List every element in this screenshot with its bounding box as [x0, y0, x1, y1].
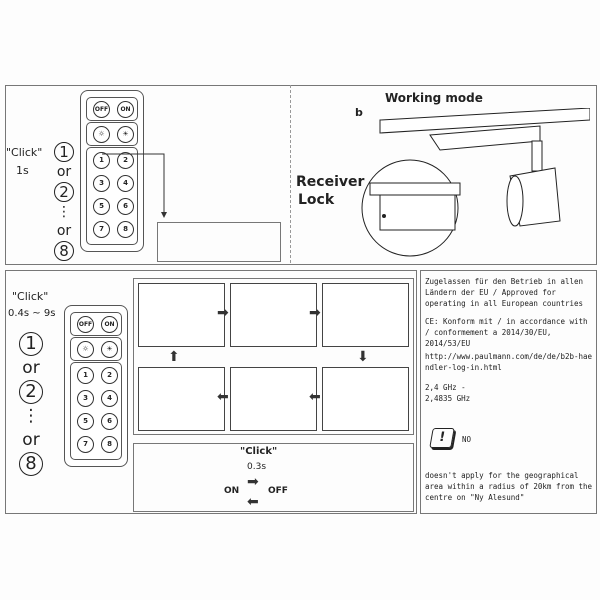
- dim-up-button[interactable]: ☀: [117, 126, 134, 143]
- connector-line: [102, 153, 167, 218]
- brightness-group: ☼☀: [86, 122, 138, 146]
- sequence-arrow-icon: ➡: [309, 305, 321, 321]
- channel-button-1[interactable]: 1: [77, 367, 94, 384]
- notice-approval: Zugelassen für den Betrieb in allen Länd…: [425, 277, 584, 308]
- toggle-duration: 0.3s: [247, 462, 267, 472]
- or-label: or: [56, 223, 72, 239]
- dots: ⋮: [57, 204, 71, 220]
- channel-list: 1 or 2 ⋮ or 8: [52, 142, 76, 262]
- brightness-group: ☼☀: [70, 337, 122, 361]
- channel-button-1[interactable]: 1: [93, 152, 110, 169]
- sequence-arrow-icon: ⬅: [217, 389, 229, 405]
- toggle-click-label: "Click": [240, 446, 278, 457]
- toggle-off-label: OFF: [268, 486, 288, 496]
- sequence-arrow-icon: ⬅: [309, 389, 321, 405]
- channel-8: 8: [19, 452, 43, 476]
- notice-freq-end: 2,4835 GHz: [425, 394, 471, 403]
- receiver-label: Receiver: [296, 174, 365, 190]
- click-label: "Click": [6, 146, 43, 159]
- channel-button-8[interactable]: 8: [117, 221, 134, 238]
- channel-button-4[interactable]: 4: [117, 175, 134, 192]
- dots: ⋮: [22, 406, 40, 426]
- dim-down-button[interactable]: ☼: [77, 341, 94, 358]
- duration-label: 1s: [16, 164, 29, 177]
- channel-button-5[interactable]: 5: [93, 198, 110, 215]
- channel-button-6[interactable]: 6: [101, 413, 118, 430]
- click-label: "Click": [12, 290, 49, 303]
- working-mode-title: Working mode: [385, 91, 483, 105]
- top-panel: [5, 85, 597, 265]
- on-button[interactable]: ON: [101, 316, 118, 333]
- dimming-step-6: [322, 367, 409, 431]
- channel-button-8[interactable]: 8: [101, 436, 118, 453]
- duration-label: 0.4s ~ 9s: [8, 308, 56, 319]
- toggle-on-label: ON: [224, 486, 240, 496]
- divider: [290, 85, 291, 263]
- channel-button-5[interactable]: 5: [77, 413, 94, 430]
- lamps-panel: [157, 222, 281, 262]
- arrow-left-icon: ⬅: [247, 494, 259, 510]
- channel-button-4[interactable]: 4: [101, 390, 118, 407]
- dimming-step-1: [138, 283, 225, 347]
- sequence-arrow-icon: ⬇: [357, 349, 369, 365]
- sequence-arrow-icon: ⬆: [168, 349, 180, 365]
- channel-list: 1 or 2 ⋮ or 8: [18, 332, 44, 476]
- notice-url[interactable]: http://www.paulmann.com/de/de/b2b-haendl…: [425, 352, 593, 372]
- channel-button-2[interactable]: 2: [117, 152, 134, 169]
- arrow-right-icon: ➡: [247, 474, 259, 490]
- sequence-arrow-icon: ➡: [217, 305, 229, 321]
- dim-up-button[interactable]: ☀: [101, 341, 118, 358]
- notice-exception: doesn't apply for the geographical area …: [425, 471, 593, 502]
- bottom-panel: [5, 270, 417, 514]
- channel-button-2[interactable]: 2: [101, 367, 118, 384]
- power-group: OFF ON: [70, 312, 122, 336]
- on-button[interactable]: ON: [117, 101, 134, 118]
- lock-label: Lock: [298, 192, 335, 208]
- channel-1: 1: [19, 332, 43, 356]
- dimming-step-5: [230, 367, 317, 431]
- toggle-frame: [133, 443, 414, 512]
- notice-freq-start: 2,4 GHz -: [425, 383, 466, 392]
- off-button[interactable]: OFF: [77, 316, 94, 333]
- marker-b: b: [355, 106, 363, 119]
- power-group: OFF ON: [86, 97, 138, 121]
- channel-2: 2: [19, 380, 43, 404]
- dim-down-button[interactable]: ☼: [93, 126, 110, 143]
- or-label: or: [56, 164, 72, 180]
- or-label: or: [22, 358, 40, 378]
- dimming-step-2: [230, 283, 317, 347]
- channel-button-7[interactable]: 7: [77, 436, 94, 453]
- warning-icon: !: [429, 428, 455, 448]
- channel-button-7[interactable]: 7: [93, 221, 110, 238]
- track-light-illustration: [361, 108, 590, 257]
- channel-2: 2: [54, 182, 74, 202]
- channel-button-6[interactable]: 6: [117, 198, 134, 215]
- dimming-sequence-frame: [133, 278, 414, 435]
- notice-country: NO: [462, 435, 472, 444]
- off-button[interactable]: OFF: [93, 101, 110, 118]
- notice-box: [420, 270, 597, 514]
- dimming-step-4: [138, 367, 225, 431]
- channel-button-3[interactable]: 3: [77, 390, 94, 407]
- notice-ce: CE: Konform mit / in accordance with / c…: [425, 317, 588, 348]
- or-label: or: [22, 430, 40, 450]
- dimming-step-3: [322, 283, 409, 347]
- channel-1: 1: [54, 142, 74, 162]
- channel-8: 8: [54, 241, 74, 261]
- channel-button-3[interactable]: 3: [93, 175, 110, 192]
